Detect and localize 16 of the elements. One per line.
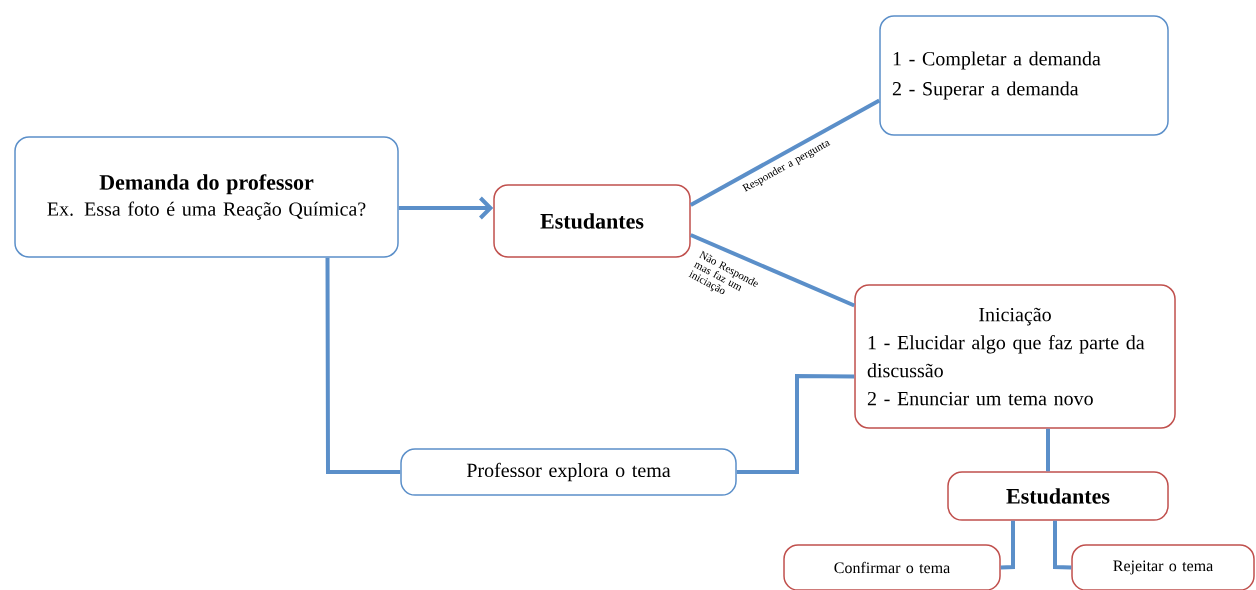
text-box: Estudantes <box>947 471 1169 521</box>
connector-line <box>398 196 494 220</box>
text-box: Iniciação 1 - Elucidar algo que faz parte da discussão 2 - Enunciar um tema novo <box>854 284 1176 429</box>
text-box: Professor explora o tema <box>400 448 737 496</box>
connector-line <box>325 257 401 474</box>
text-box: 1 - Completar a demanda 2 - Superar a demanda <box>879 15 1169 136</box>
connector-line <box>1046 428 1050 472</box>
connector-line <box>736 374 855 474</box>
connector-line <box>1000 520 1015 570</box>
text-box: Demanda do professor Ex. Essa foto é uma Reação Química? <box>14 136 399 258</box>
connector-line <box>689 233 856 308</box>
connector-line <box>1053 520 1072 570</box>
connector-line <box>689 98 881 207</box>
text-box: Rejeitar o tema <box>1071 544 1255 590</box>
text-box: Estudantes <box>493 184 691 258</box>
text-box: Confirmar o tema <box>783 544 1001 590</box>
